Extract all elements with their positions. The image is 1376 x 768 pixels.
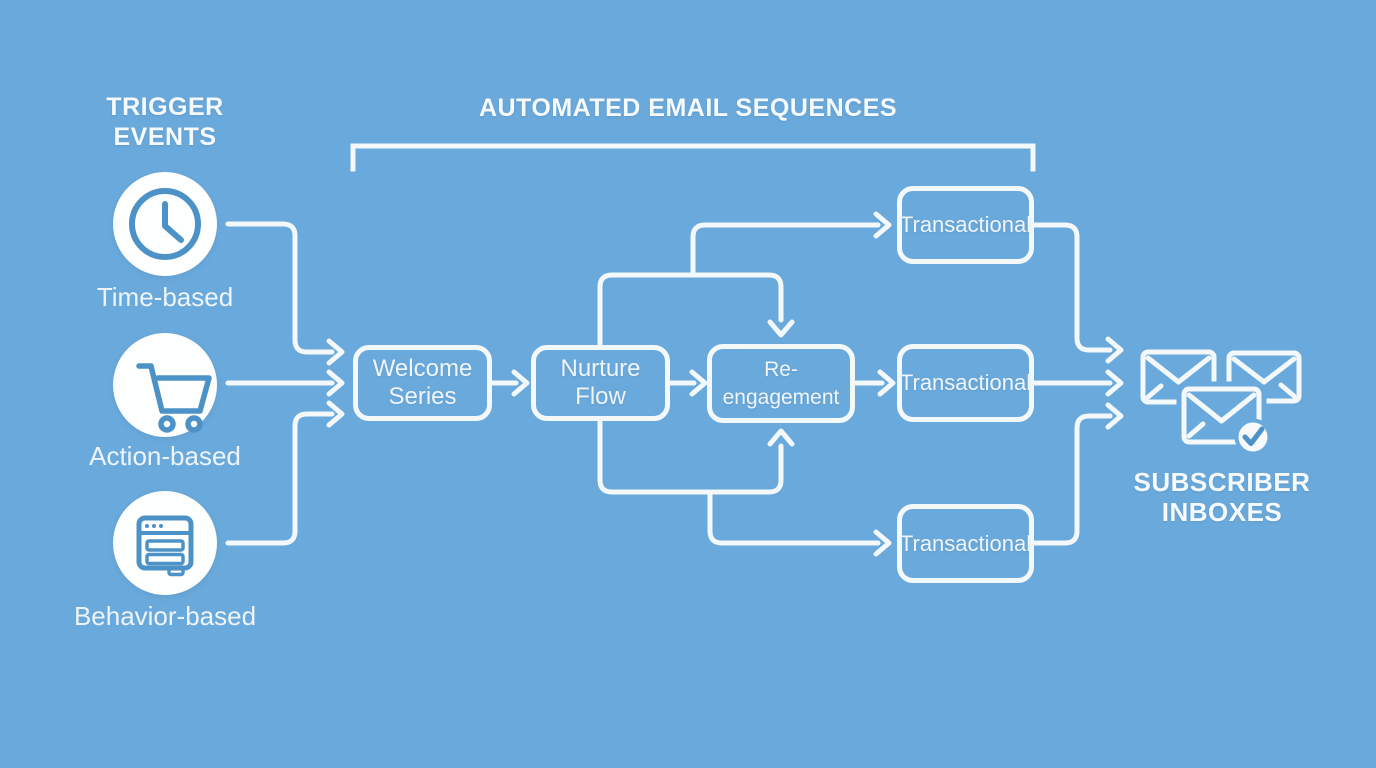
clock-icon [129,188,201,260]
reengagement-label: Re-engagement [722,357,840,409]
envelope-icon-center-checked [1176,381,1267,450]
arrowhead [326,369,345,397]
flow-box-transactional-bottom: Transactional [897,504,1034,583]
transactional-bottom-label: Transactional [899,530,1032,556]
trigger-label-time-based: Time-based [96,282,234,312]
connector-browser-to-welcome [225,400,345,546]
arrowhead [326,400,345,428]
transactional-middle-label: Transactional [899,370,1032,395]
envelope-icon-left [1140,349,1217,405]
flow-box-nurture-flow: Nurture Flow [531,345,670,421]
browser-icon [136,515,194,577]
trigger-events-title-line1: TRIGGER [106,93,224,121]
arrowhead [873,211,892,239]
trigger-item-action-based [113,333,217,437]
connector-nurture-bottom-branch [597,419,892,557]
subscriber-inboxes-line1: SUBSCRIBER [1133,467,1311,497]
nurture-flow-line1: Nurture [560,355,641,382]
flow-box-welcome-series: Welcome Series [353,345,492,421]
sequence-bracket [350,143,1036,172]
trigger-item-time-based [113,172,217,276]
arrowhead [511,369,530,397]
subscriber-inboxes-title: SUBSCRIBER INBOXES [1097,467,1347,527]
connector-nurture-to-reengagement [667,369,708,397]
arrowhead [877,369,896,397]
connector-cart-to-welcome [225,369,345,397]
arrowhead [689,369,708,397]
trigger-item-behavior-based [113,491,217,595]
trigger-label-behavior-based: Behavior-based [73,601,257,631]
transactional-top-label: Transactional [899,212,1032,237]
connector-transactional-top-to-inbox [1030,222,1124,364]
nurture-flow-line2: Flow [575,383,626,410]
arrowhead [1105,336,1124,364]
trigger-events-title: TRIGGER EVENTS [55,92,275,152]
arrowhead [326,338,345,366]
flow-box-reengagement: Re-engagement [707,344,855,423]
connector-reengagement-to-transactional-middle [853,369,896,397]
arrowhead-up [767,428,795,447]
envelope-icon-right [1226,350,1302,404]
trigger-events-title-line2: EVENTS [113,123,217,151]
arrowhead [1105,369,1124,397]
arrowhead [1105,402,1124,430]
subscriber-inboxes-line2: INBOXES [1161,497,1283,527]
welcome-series-line2: Series [388,383,457,410]
flow-box-transactional-middle: Transactional [897,344,1034,422]
trigger-label-action-based: Action-based [89,441,241,471]
arrowhead [873,529,892,557]
connector-transactional-middle-to-inbox [1031,369,1124,397]
flow-box-transactional-top: Transactional [897,186,1034,264]
connector-nurture-top-branch [597,211,892,347]
check-badge-icon [1234,418,1272,456]
cart-icon [136,363,212,433]
connector-welcome-to-nurture [489,369,530,397]
sequences-title: AUTOMATED EMAIL SEQUENCES [478,94,898,122]
welcome-series-line1: Welcome [372,355,473,382]
arrowhead-down [767,319,795,338]
